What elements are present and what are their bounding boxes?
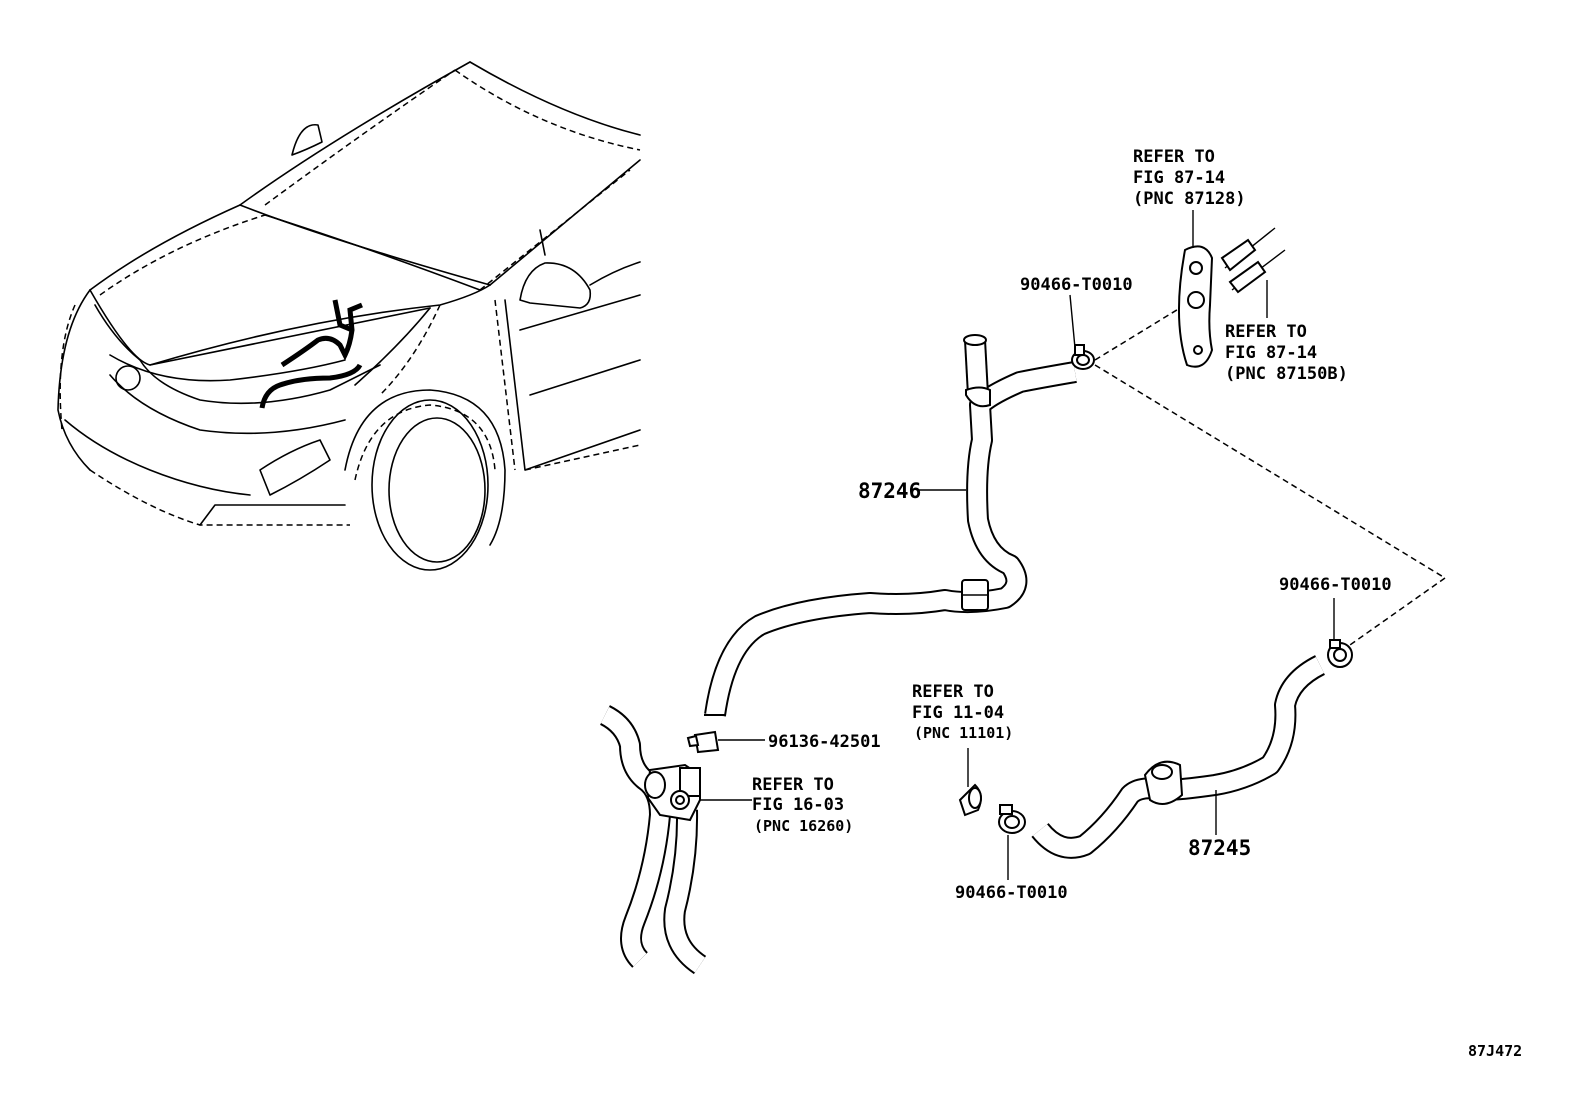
label-hose-87246: 87246	[858, 479, 921, 503]
part-labels: REFER TO FIG 87-14 (PNC 87128) 90466-T00…	[752, 147, 1522, 1060]
figure-code: 87J472	[1468, 1042, 1522, 1060]
label-engine-line3: (PNC 11101)	[914, 724, 1013, 742]
water-valve-assembly	[599, 705, 707, 975]
label-clamp-bottom: 90466-T0010	[955, 883, 1068, 903]
clip-96136	[686, 730, 720, 754]
heater-core-connector	[1177, 227, 1286, 368]
leader-lines	[700, 210, 1335, 880]
label-engine-line1: REFER TO	[912, 682, 994, 702]
label-heater-unit-a-line3: (PNC 87128)	[1133, 189, 1246, 209]
label-heater-unit-b-line2: FIG 87-14	[1225, 343, 1317, 363]
clamp-right	[1327, 639, 1353, 668]
label-water-valve-line2: FIG 16-03	[752, 795, 844, 815]
vehicle-illustration	[57, 61, 641, 571]
label-heater-unit-a-line1: REFER TO	[1133, 147, 1215, 167]
label-engine-line2: FIG 11-04	[912, 703, 1004, 723]
label-clamp-top: 90466-T0010	[1020, 275, 1133, 295]
label-heater-unit-a-line2: FIG 87-14	[1133, 168, 1225, 188]
label-heater-unit-b-line3: (PNC 87150B)	[1225, 364, 1348, 384]
clamp-bottom	[958, 783, 1026, 834]
hose-87246	[704, 334, 1077, 717]
label-hose-87245: 87245	[1188, 836, 1251, 860]
label-heater-unit-b-line1: REFER TO	[1225, 322, 1307, 342]
clamp-top	[1071, 344, 1095, 370]
label-clamp-right: 90466-T0010	[1279, 575, 1392, 595]
alignment-dashed-lines	[1094, 304, 1446, 653]
label-water-valve-line3: (PNC 16260)	[754, 817, 853, 835]
hose-87245	[1031, 655, 1326, 859]
label-clip-96136: 96136-42501	[768, 732, 881, 752]
label-water-valve-line1: REFER TO	[752, 775, 834, 795]
